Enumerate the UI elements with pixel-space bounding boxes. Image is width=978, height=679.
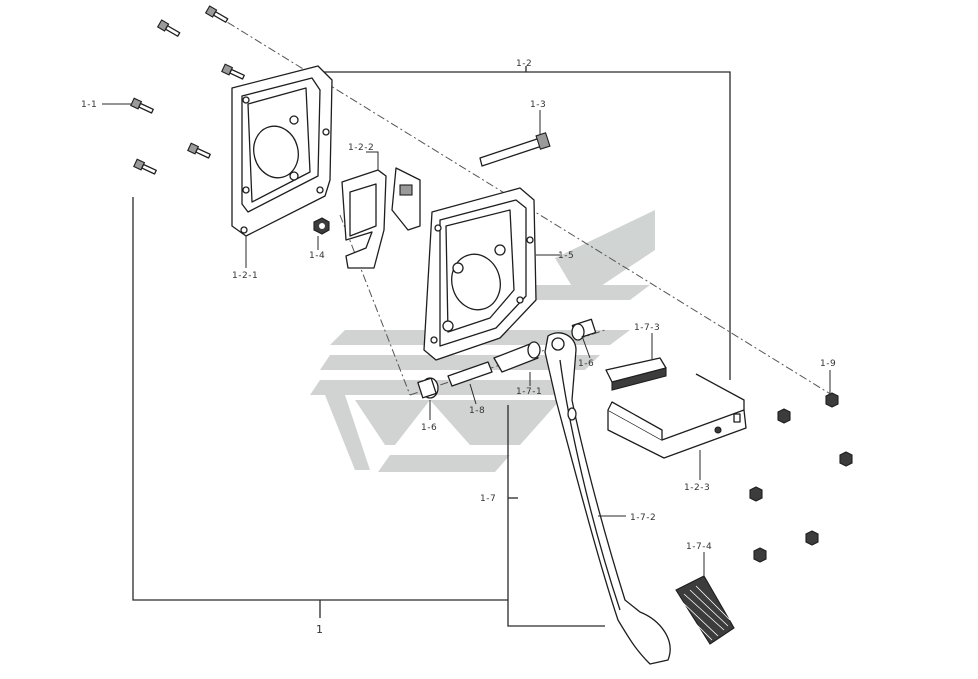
label-1-2: 1-2 [516,59,532,69]
stopper-pad [605,357,667,391]
bracket-clip [341,167,421,269]
label-1-2-2: 1-2-2 [348,143,374,153]
label-1-5: 1-5 [558,251,574,261]
assembly-bracket-lines [132,66,731,627]
label-1: 1 [316,623,324,636]
label-1-7: 1-7 [480,494,496,504]
leader-lines [102,103,831,578]
bushing-left [417,377,439,399]
label-1-2-3: 1-2-3 [684,483,710,493]
bushing-right [571,318,597,341]
label-1-3: 1-3 [530,100,546,110]
bolt-2 [156,19,181,37]
label-1-8: 1-8 [469,406,485,416]
bolt-1 [204,5,229,23]
label-1-7-3: 1-7-3 [634,323,660,333]
label-1-6-right: 1-6 [578,359,594,369]
pedal-sleeve [493,341,541,373]
long-bolt [479,132,551,167]
flange-nut-group [749,392,853,563]
label-1-7-1: 1-7-1 [516,387,542,397]
bolt-4 [130,97,154,114]
label-1-1: 1-1 [81,100,97,110]
bolt-6 [133,158,157,175]
pivot-shaft [447,361,493,387]
nut [313,217,330,235]
bolt-3 [221,63,245,80]
pedal-arm [544,332,671,665]
label-1-7-2: 1-7-2 [630,513,656,523]
label-1-7-4: 1-7-4 [686,542,712,552]
pedal-bracket [423,187,537,361]
pedal-pad [675,575,735,645]
label-1-9: 1-9 [820,359,836,369]
bracket-plate [231,65,333,237]
label-1-6-left: 1-6 [421,423,437,433]
stopper-bracket [607,373,747,459]
callout-labels: 1-1 1-2 1-2-1 1-2-2 1-2-3 1-3 1-4 1-5 1-… [81,59,836,636]
bolt-5 [187,142,211,159]
bolt-group [130,5,245,175]
label-1-2-1: 1-2-1 [232,271,258,281]
label-1-4: 1-4 [309,251,325,261]
